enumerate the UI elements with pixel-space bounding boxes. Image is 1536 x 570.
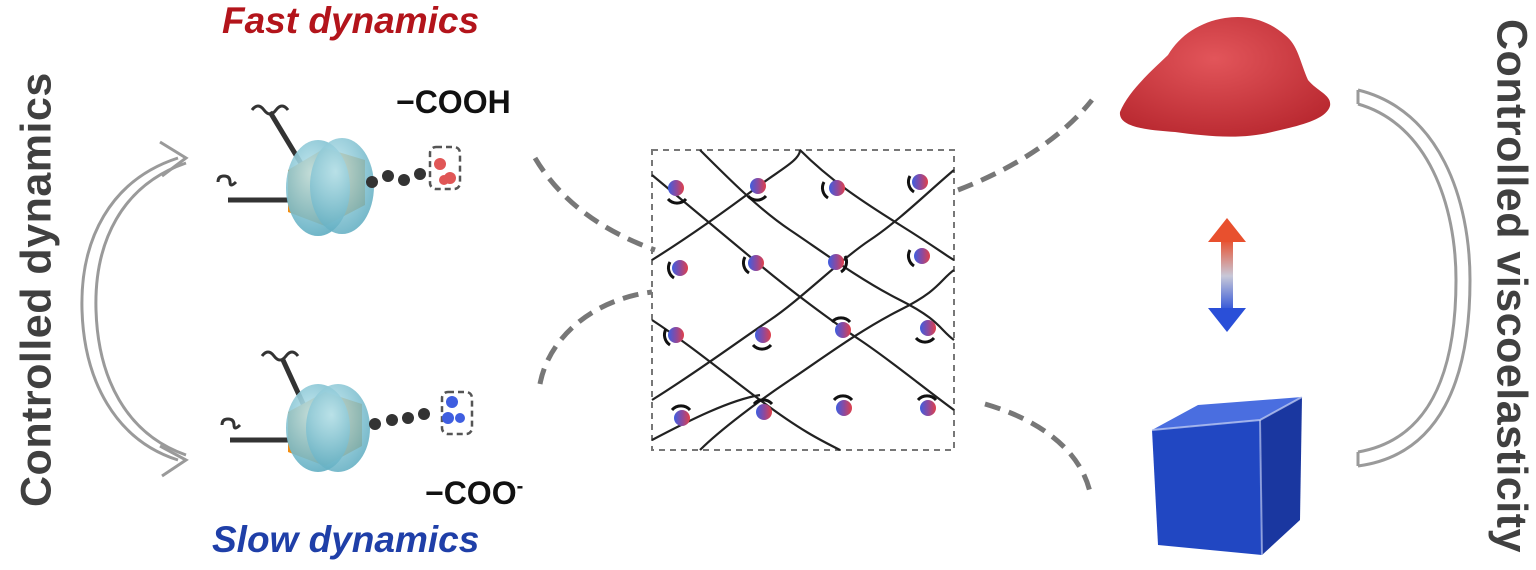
base-group-box xyxy=(440,390,474,436)
coo-label: −COO- xyxy=(425,475,523,512)
linker-chain-bottom xyxy=(369,408,430,430)
slow-dynamics-title: Slow dynamics xyxy=(212,519,480,560)
polymer-network xyxy=(651,149,955,451)
coo-text: −COO xyxy=(425,475,517,511)
dashed-connectors-right xyxy=(957,98,1094,493)
soft-gel-blob xyxy=(1119,16,1331,137)
fast-dynamics-title: Fast dynamics xyxy=(222,0,480,41)
acid-group-box xyxy=(428,145,462,191)
bead-nodes xyxy=(662,174,938,426)
red-blue-double-arrow-icon xyxy=(1208,218,1246,332)
rotaxane-bottom xyxy=(220,350,474,472)
coo-charge: - xyxy=(516,475,524,498)
controlled-viscoelasticity-label: Controlled viscoelasticity xyxy=(1487,19,1536,553)
curved-double-arrow-icon xyxy=(80,140,189,478)
hard-cube xyxy=(1151,396,1303,556)
rotaxane-top xyxy=(216,104,462,236)
dashed-connectors-left xyxy=(532,156,656,385)
linker-chain-top xyxy=(366,168,426,188)
cooh-label: −COOH xyxy=(396,84,511,120)
bracket-arrow-icon xyxy=(1356,88,1472,468)
